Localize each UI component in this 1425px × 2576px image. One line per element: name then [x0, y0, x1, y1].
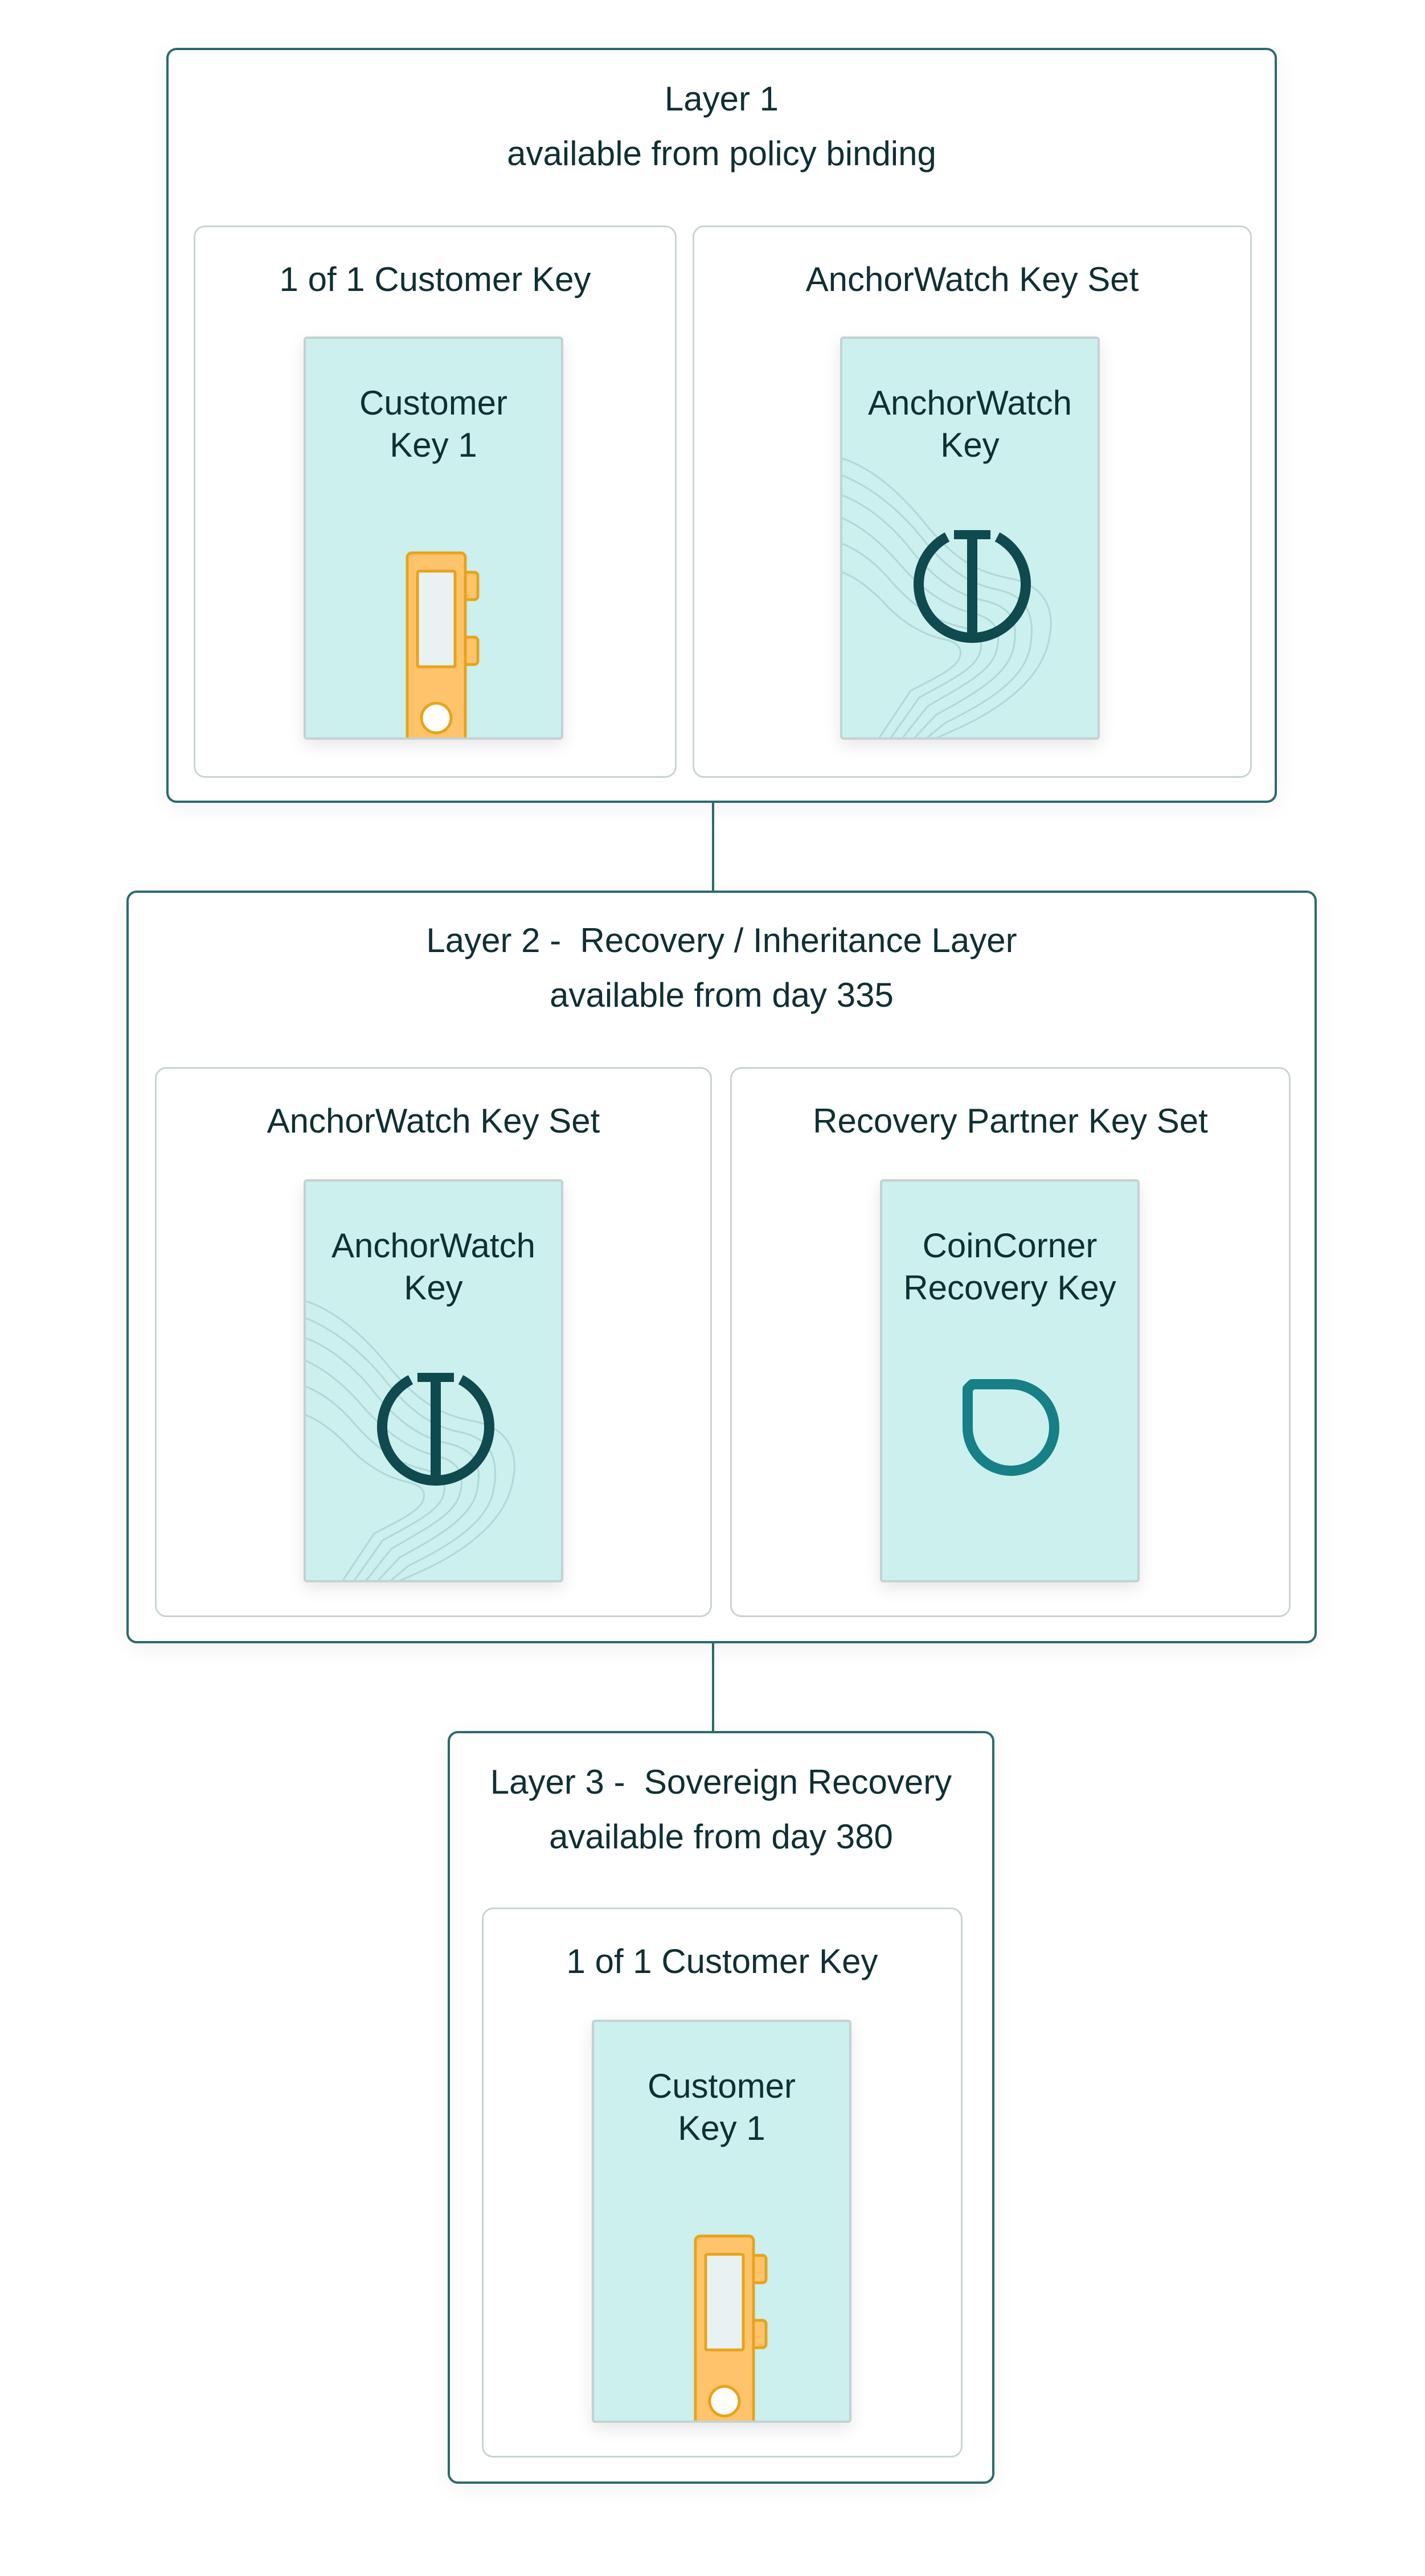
hardware-wallet-icon [406, 551, 480, 737]
keyset-title: 1 of 1 Customer Key [566, 1942, 878, 1980]
keyset-title: AnchorWatch Key Set [805, 260, 1139, 298]
connector-layer1-layer2 [712, 802, 714, 892]
keyset-title: 1 of 1 Customer Key [279, 260, 591, 298]
keyset-recovery-partner: Recovery Partner Key Set CoinCorner Reco… [730, 1067, 1291, 1617]
layer-subtitle: available from policy binding [507, 134, 936, 173]
layer-1: Layer 1 available from policy binding 1 … [166, 48, 1277, 803]
coincorner-logo-icon [963, 1379, 1059, 1476]
hardware-wallet-icon [694, 2234, 768, 2421]
connector-layer2-layer3 [712, 1642, 714, 1732]
keyset-title: AnchorWatch Key Set [267, 1102, 600, 1140]
key-card-label: CoinCorner Recovery Key [903, 1227, 1116, 1307]
key-card-customer: Customer Key 1 [592, 2020, 851, 2423]
layer-subtitle: available from day 380 [549, 1818, 893, 1856]
key-card-label: AnchorWatch Key [868, 384, 1072, 464]
layer-3: Layer 3 - Sovereign Recovery available f… [448, 1731, 994, 2484]
key-card-label: Customer Key 1 [359, 384, 508, 464]
keyset-customer-key: 1 of 1 Customer Key Customer Key 1 [194, 225, 677, 778]
key-card-label: AnchorWatch Key [331, 1227, 535, 1307]
anchor-icon [842, 457, 1052, 737]
layer-title: Layer 2 - Recovery / Inheritance Layer [426, 921, 1017, 959]
layer-title: Layer 3 - Sovereign Recovery [490, 1763, 952, 1801]
key-card-coincorner: CoinCorner Recovery Key [880, 1179, 1140, 1582]
layer-2: Layer 2 - Recovery / Inheritance Layer a… [126, 891, 1317, 1643]
keyset-title: Recovery Partner Key Set [813, 1102, 1208, 1140]
keyset-anchorwatch: AnchorWatch Key Set AnchorWatch Key [693, 225, 1252, 778]
layer-subtitle: available from day 335 [550, 976, 894, 1014]
key-card-label: Customer Key 1 [647, 2067, 796, 2147]
layer-title: Layer 1 [664, 80, 779, 118]
keyset-customer-key: 1 of 1 Customer Key Customer Key 1 [482, 1908, 963, 2458]
anchor-icon [306, 1300, 515, 1580]
key-card-anchorwatch: AnchorWatch Key [304, 1179, 563, 1582]
keyset-anchorwatch: AnchorWatch Key Set AnchorWatch Key [155, 1067, 712, 1617]
key-card-anchorwatch: AnchorWatch Key [840, 337, 1100, 740]
key-card-customer: Customer Key 1 [304, 337, 563, 740]
